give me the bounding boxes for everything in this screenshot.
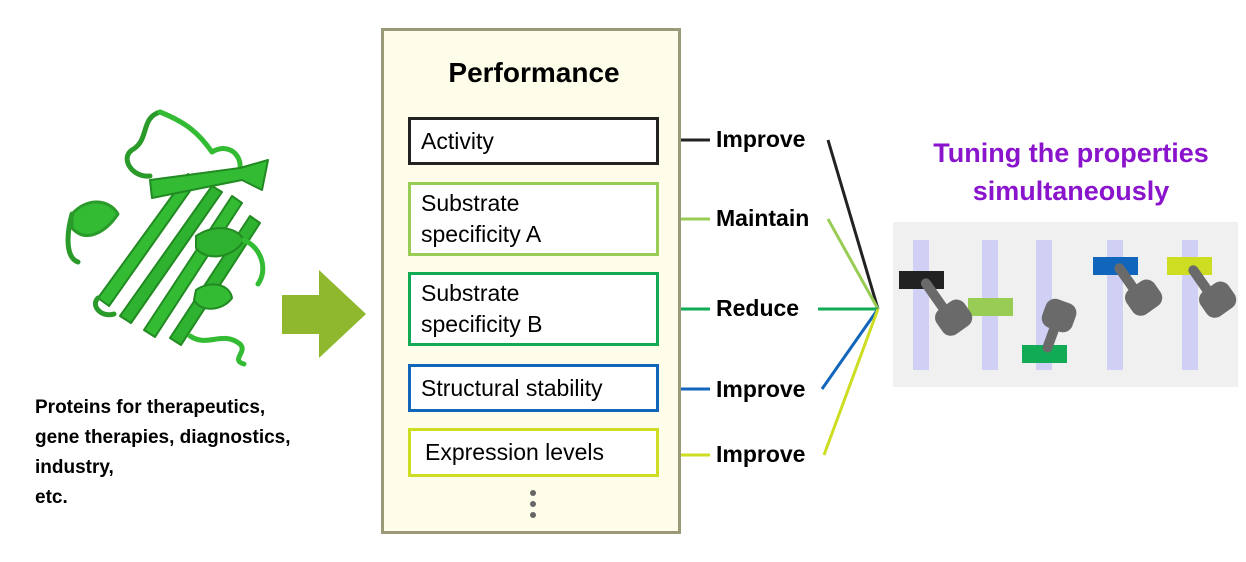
tuning-title-line: Tuning the properties [933, 138, 1209, 168]
property-box-activity: Activity [408, 117, 659, 165]
tuning-title-line: simultaneously [972, 176, 1170, 206]
protein-caption: Proteins for therapeutics, gene therapie… [35, 393, 355, 513]
converge-stability [820, 308, 880, 390]
effect-label-substrate-b: Reduce [716, 295, 800, 321]
performance-title: Performance [448, 57, 620, 88]
effect-label-stability: Improve [716, 376, 806, 402]
pointing-hand-icon [1188, 265, 1237, 318]
slider-knob-substrate-b [1022, 345, 1067, 363]
caption-line: Proteins for therapeutics, [35, 397, 266, 418]
effect-label-activity: Improve [716, 126, 806, 152]
slider-knob-expression [1167, 257, 1212, 275]
converge-substrate-a [826, 218, 880, 310]
property-label: Structural stability [421, 374, 603, 401]
property-box-stability: Structural stability [408, 364, 659, 412]
pointing-hand-icon [1041, 298, 1077, 353]
slider-knob-substrate-a [968, 298, 1013, 316]
property-label: Substrate specificity B [421, 280, 543, 337]
slider-knob-activity [899, 271, 944, 289]
property-label: Expression levels [425, 439, 604, 465]
caption-line: etc. [35, 487, 68, 508]
effect-label-substrate-a: Maintain [716, 205, 810, 231]
property-box-substrate-b: Substrate specificity B [408, 272, 659, 346]
converge-expression [822, 308, 880, 456]
effect-label-expression: Improve [716, 441, 806, 467]
caption-line: industry, [35, 457, 114, 478]
tuning-title: Tuning the properties simultaneously [896, 134, 1246, 210]
property-box-substrate-a: Substrate specificity A [408, 182, 659, 256]
caption-line: gene therapies, diagnostics, [35, 427, 291, 448]
pointing-hand-icon [920, 278, 973, 336]
property-label: Activity [421, 127, 494, 154]
pointing-hand-icon [1114, 263, 1163, 316]
vertical-ellipsis-icon [521, 490, 545, 526]
right-arrow-icon [282, 270, 366, 358]
slider-track [913, 240, 929, 370]
property-label: Substrate specificity A [421, 190, 542, 247]
converge-activity [826, 139, 880, 310]
property-box-expression: Expression levels [408, 428, 659, 477]
protein-ribbon-structure-icon [65, 109, 269, 367]
